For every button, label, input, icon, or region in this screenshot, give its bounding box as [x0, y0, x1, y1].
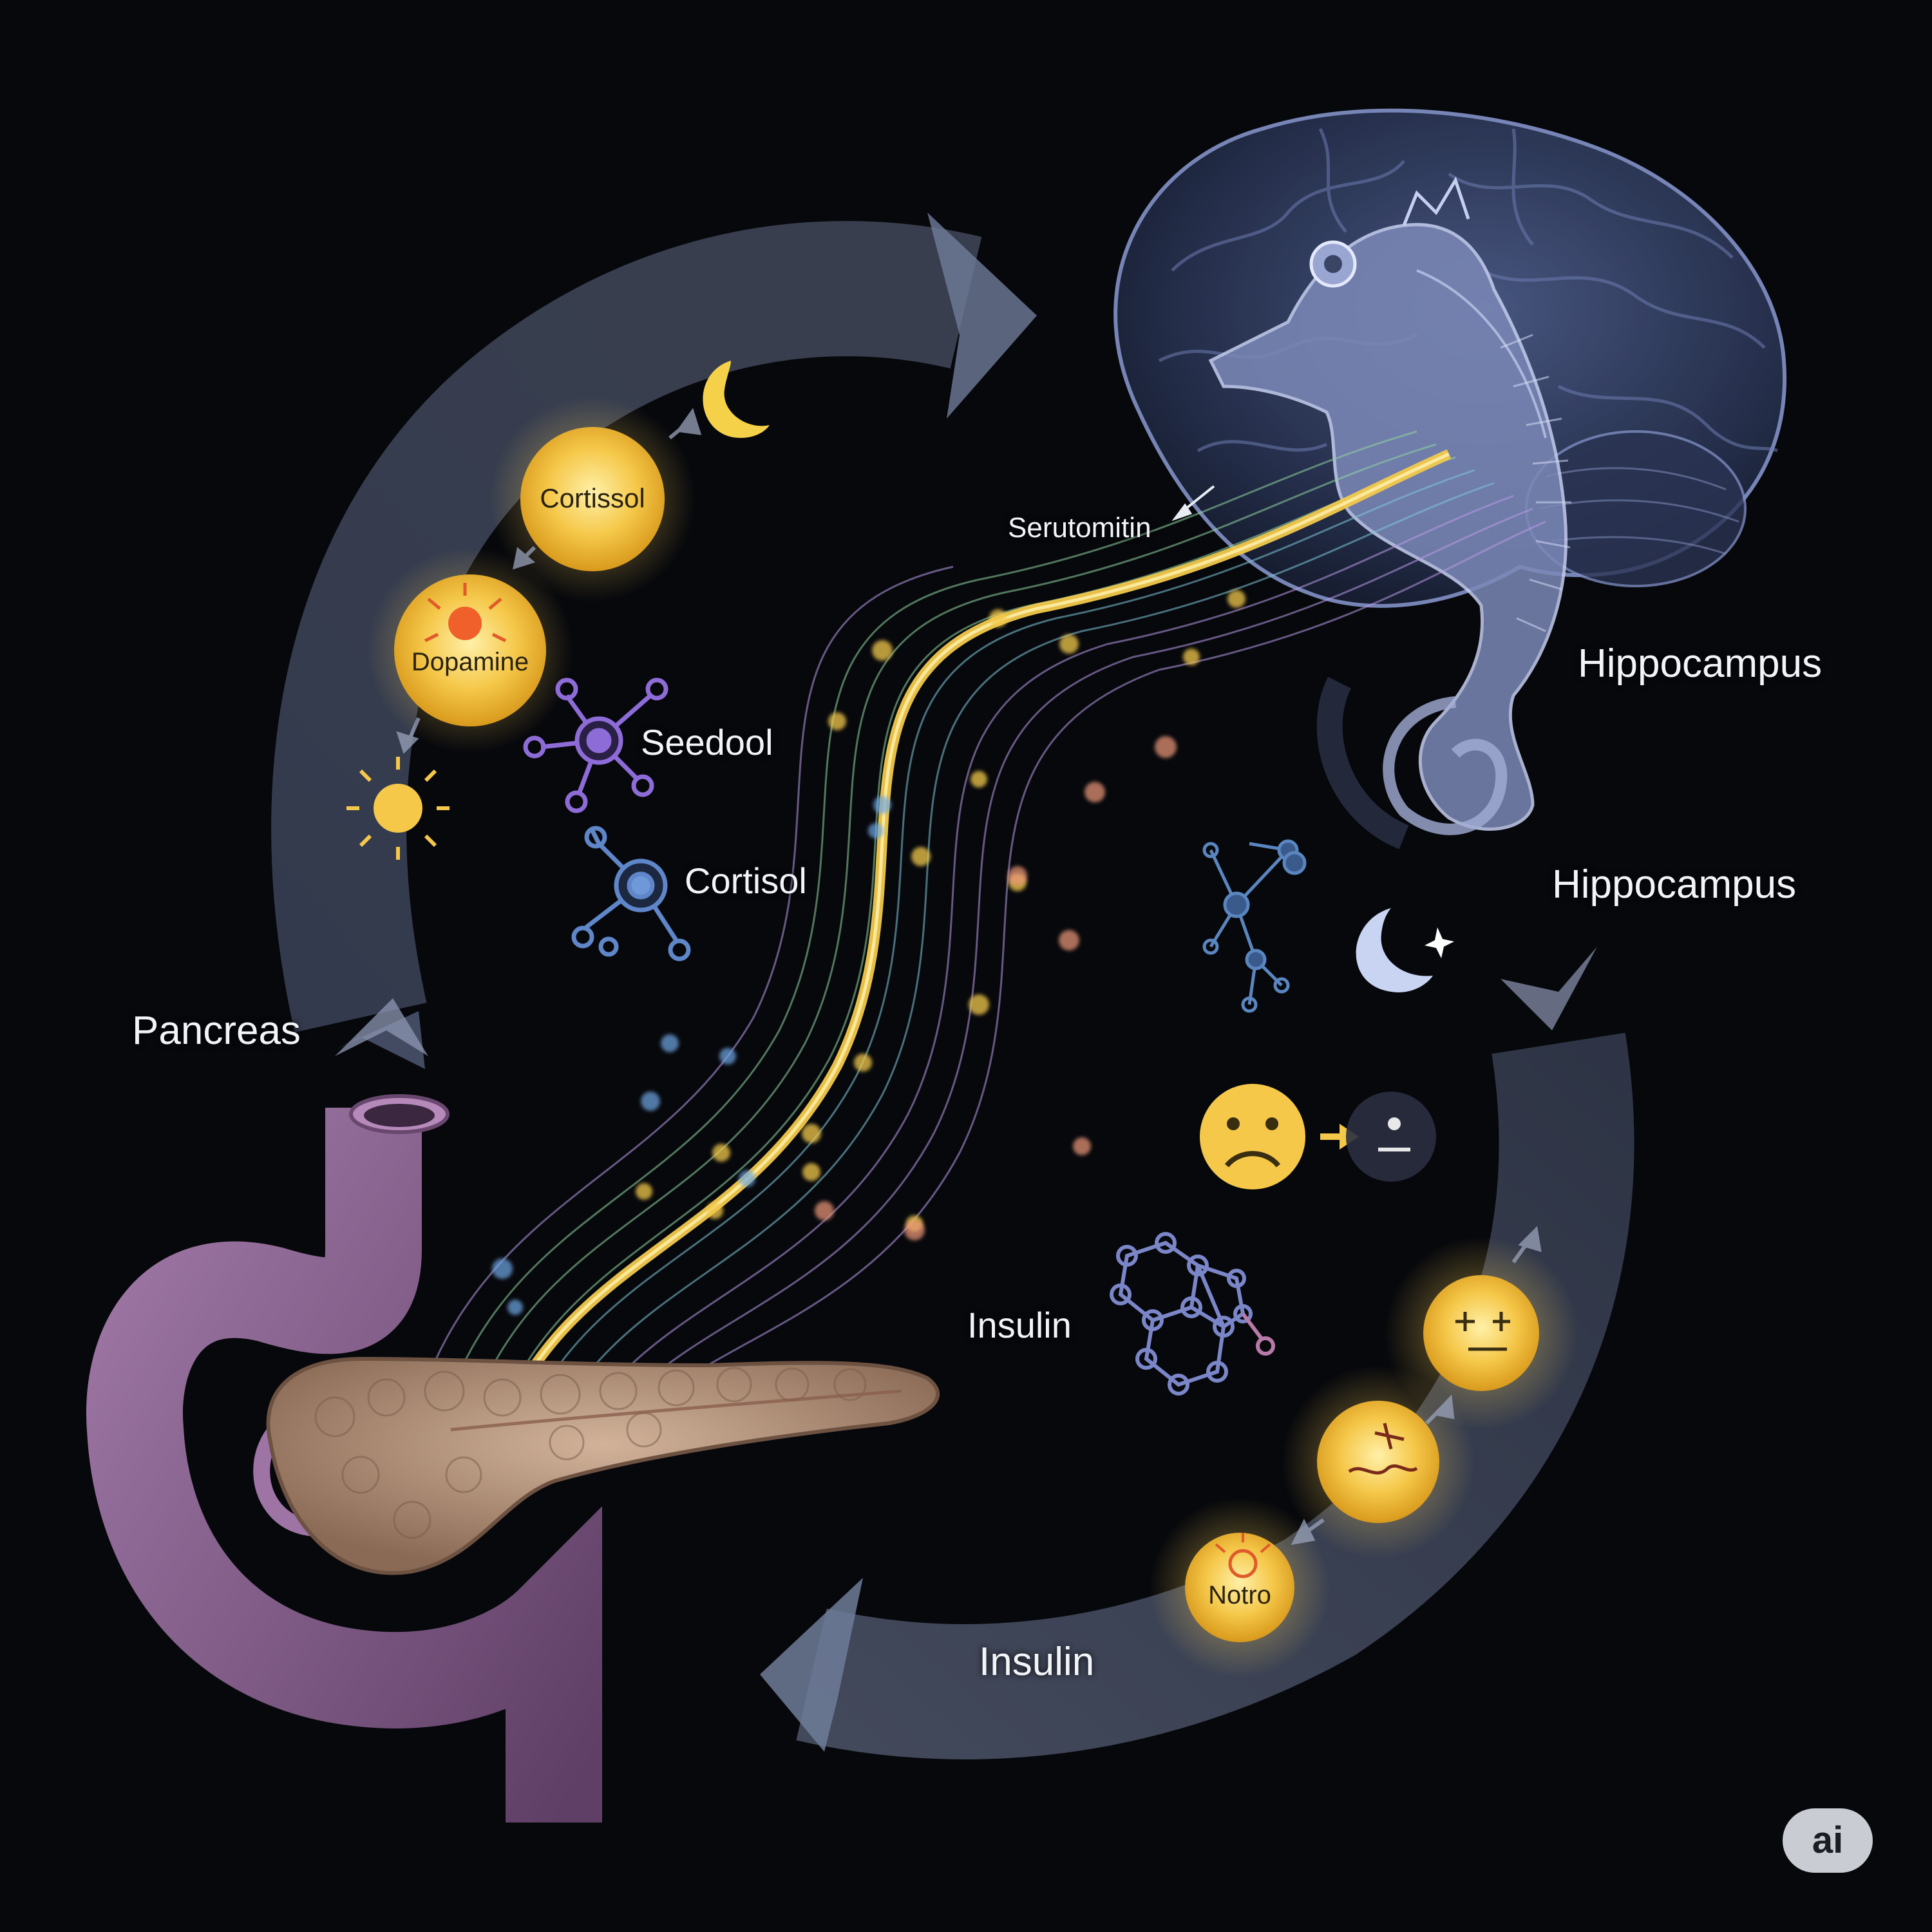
dopamine-orb	[394, 574, 546, 726]
moon-icon	[703, 361, 770, 438]
mood-orb-2	[1317, 1401, 1439, 1523]
pancreas-label: Pancreas	[132, 1009, 301, 1053]
notro-orb	[1185, 1533, 1294, 1642]
insulin-arrow-label: Insulin	[979, 1640, 1095, 1684]
seedool-label: Seedool	[641, 722, 773, 762]
chevron-down-icon	[1501, 947, 1597, 1030]
notro-orb-label: Notro	[1208, 1581, 1271, 1609]
sun-icon	[346, 757, 450, 860]
serutomitin-pointer-icon	[1171, 485, 1215, 522]
cortissol-orb-label: Cortissol	[540, 483, 645, 513]
scribble-icon	[1348, 1423, 1418, 1475]
dopamine-orb-label: Dopamine	[411, 648, 529, 676]
seedool-molecule-icon	[523, 677, 668, 813]
cortisol-molecule-icon	[571, 826, 691, 961]
insulin-molecule-label: Insulin	[967, 1305, 1072, 1345]
crescent-star-icon	[1356, 908, 1454, 992]
chevron-up-icon	[335, 998, 428, 1056]
molecule-network-icon	[1202, 839, 1307, 1013]
sad-face-icon	[1200, 1084, 1305, 1189]
gut-brain-pathway	[411, 430, 1546, 1456]
hippocampus-label-lower: Hippocampus	[1552, 862, 1797, 907]
notro-burst-icon	[1215, 1533, 1271, 1578]
orb-flow-arrows	[396, 408, 1542, 1546]
pathway-particles	[492, 590, 1245, 1315]
mood-orb-1	[1423, 1275, 1539, 1391]
insulin-molecule-icon	[1110, 1232, 1275, 1396]
serutomitin-label: Serutomitin	[1008, 512, 1151, 544]
hippocampus-label-upper: Hippocampus	[1578, 641, 1823, 686]
pancreas	[266, 1356, 940, 1575]
cortissol-orb	[520, 427, 665, 571]
cycle-arrow-lower-right	[760, 1032, 1634, 1759]
mood-symbol-icon	[1455, 1312, 1510, 1351]
neutral-face-icon	[1346, 1092, 1436, 1182]
cortisol-molecule-label: Cortisol	[685, 860, 807, 901]
ai-badge: ai	[1783, 1808, 1873, 1873]
dopamine-burst-icon	[424, 583, 507, 643]
